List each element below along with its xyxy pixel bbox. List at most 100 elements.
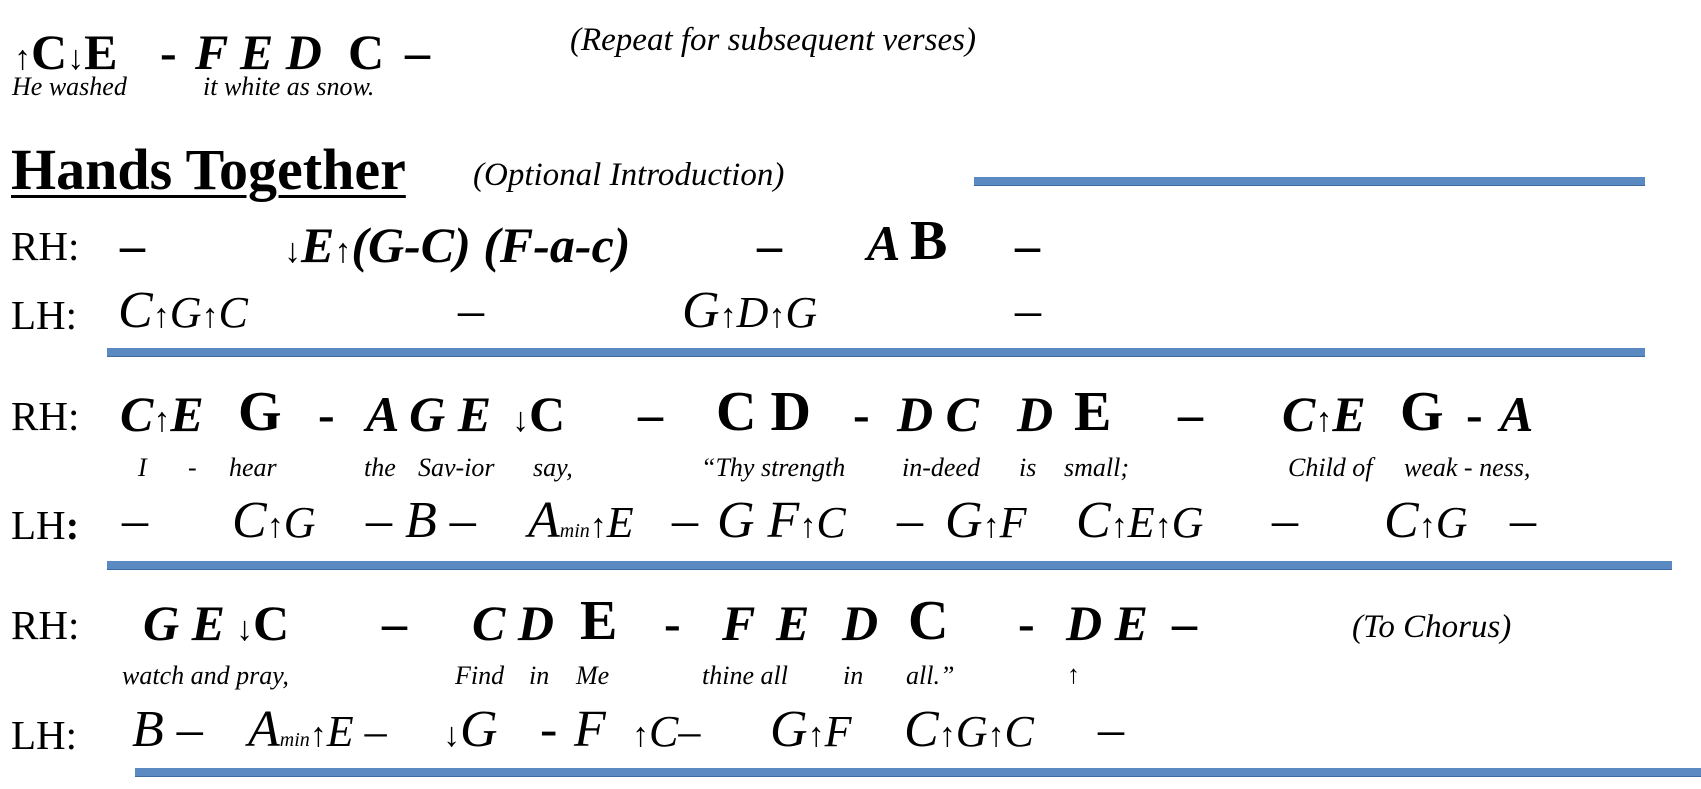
up-arrow-icon: ↑ — [201, 298, 219, 335]
v2-lh-group-1: Amin↑E – — [248, 704, 387, 756]
v1-lh-group-4: G↑F — [945, 495, 1026, 547]
up-arrow-icon: ↑ — [1110, 508, 1128, 545]
v2-lh-group-2: ↓G — [443, 704, 498, 756]
v1-lh-group-3: G F↑C — [717, 495, 846, 547]
lyric: watch and pray, — [122, 661, 289, 690]
dash: – — [120, 217, 145, 273]
lyric: weak - ness, — [1404, 453, 1531, 482]
note: G — [955, 707, 988, 756]
staff-rule — [974, 177, 1645, 186]
dash: - — [160, 24, 177, 80]
up-arrow-icon: ↑ — [938, 717, 956, 754]
dash: – — [458, 282, 484, 339]
note: E — [301, 217, 335, 273]
notes-cd: C D — [472, 595, 554, 651]
dash: – — [638, 386, 663, 442]
lyric: thine all — [702, 661, 788, 690]
note: B — [910, 210, 948, 272]
rh-label: RH: — [11, 602, 80, 648]
note: D — [1017, 386, 1054, 442]
dash: - — [664, 595, 681, 651]
note: E – — [326, 707, 387, 756]
v1-lh-group-1: C↑G — [232, 495, 315, 547]
notes-dc: D C — [897, 386, 979, 442]
v1-rh-group-2: ↓C — [512, 389, 565, 439]
v2-rh-group-1: ↓C — [236, 598, 289, 648]
note: C — [816, 498, 846, 547]
down-arrow-icon: ↓ — [512, 402, 529, 439]
up-arrow-icon: ↑ — [152, 298, 170, 335]
up-arrow-icon: ↑ — [266, 508, 284, 545]
note: C — [529, 386, 566, 442]
note: E — [1332, 386, 1366, 442]
note: C — [120, 386, 154, 442]
note: G — [1435, 498, 1468, 547]
v1-lh-group-5: C↑E↑G — [1076, 495, 1203, 547]
notes-age: A G E — [366, 386, 492, 442]
notes-fed: F E D — [195, 24, 322, 80]
dash: – — [405, 24, 430, 80]
lyric: say, — [533, 453, 573, 482]
lyric: Child of — [1288, 453, 1373, 482]
staff-rule — [135, 768, 1701, 777]
up-arrow-icon: ↑ — [799, 508, 817, 545]
note: E — [170, 386, 204, 442]
lyric: Find — [455, 661, 505, 690]
note: E — [1127, 498, 1155, 547]
lyric: in — [843, 661, 864, 690]
lh-label-bold: LH: — [11, 502, 80, 548]
dash: – — [1015, 282, 1041, 339]
up-arrow-icon: ↑ — [14, 40, 31, 77]
dash: - — [1018, 595, 1035, 651]
intro-lh-group-1: C↑G↑C — [118, 285, 248, 337]
lyric: all.” — [906, 661, 955, 690]
dash: - — [853, 386, 870, 442]
lyric: Me — [576, 661, 610, 690]
lyric: small; — [1064, 453, 1129, 482]
down-arrow-icon: ↓ — [284, 233, 301, 270]
section-title: Hands Together — [11, 137, 406, 202]
minor-subscript: min — [559, 520, 590, 542]
notes-b: – B – — [366, 492, 476, 549]
lyric: in — [529, 661, 550, 690]
lyric: is — [1019, 453, 1037, 482]
dash: – — [757, 217, 782, 273]
v1-rh-group-1: C↑E — [120, 389, 204, 439]
lyric: it white as snow. — [203, 72, 375, 101]
note: E — [776, 595, 810, 651]
note: G — [785, 288, 818, 337]
down-arrow-icon: ↓ — [67, 40, 85, 77]
minor-subscript: min — [279, 729, 310, 751]
note: F — [574, 701, 606, 758]
note: E — [580, 590, 618, 652]
dash: – — [1015, 217, 1040, 273]
note: C — [904, 701, 939, 758]
up-arrow-icon: ↑ — [807, 717, 825, 754]
dash: – — [897, 492, 923, 549]
notes-ge: G E — [143, 595, 225, 651]
dash: – — [1272, 492, 1298, 549]
up-arrow-icon: ↑ — [334, 233, 352, 270]
note: A — [1500, 386, 1534, 442]
dash: – — [382, 595, 407, 651]
note: E — [606, 498, 634, 547]
dash: – — [672, 492, 698, 549]
staff-rule — [107, 348, 1645, 357]
note: G — [460, 701, 498, 758]
notes-b: B – — [132, 701, 203, 758]
dash: – — [1172, 595, 1197, 651]
up-arrow-icon: ↑ — [719, 298, 737, 335]
lyric: I — [138, 453, 147, 482]
rh-label: RH: — [11, 223, 80, 269]
dash: - — [540, 701, 558, 758]
note: C — [348, 24, 385, 80]
up-arrow-icon: ↑ — [1154, 508, 1172, 545]
note: F — [824, 707, 852, 756]
notes-de: D E — [1066, 595, 1148, 651]
dash: - — [318, 386, 335, 442]
note: C — [118, 282, 153, 339]
lyric: in-deed — [902, 453, 980, 482]
lh-label: LH: — [11, 712, 78, 758]
up-arrow-icon: ↑ — [153, 402, 171, 439]
note: G — [169, 288, 202, 337]
